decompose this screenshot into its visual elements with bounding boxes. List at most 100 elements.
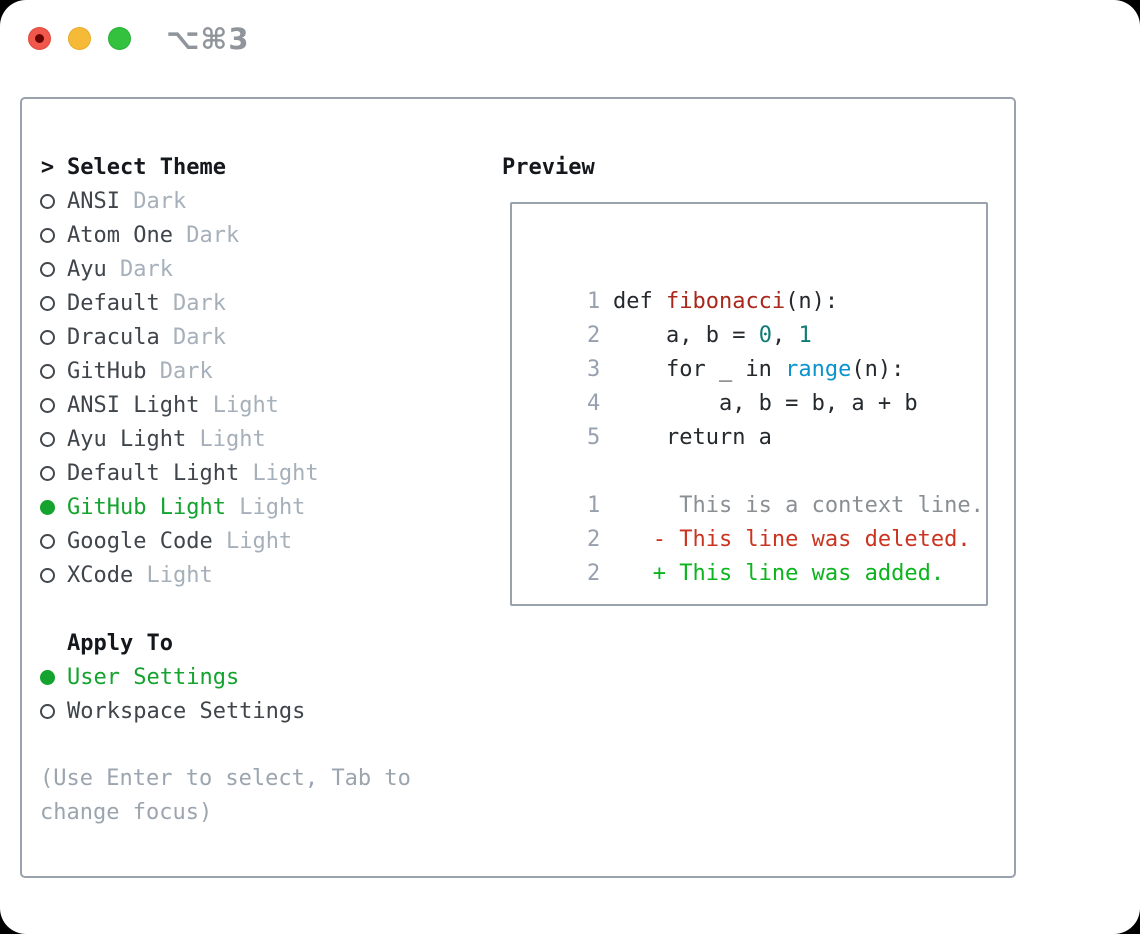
radio-icon bbox=[40, 193, 55, 209]
theme-item[interactable]: GitHub Dark bbox=[40, 354, 476, 388]
theme-item[interactable]: Default Light Light bbox=[40, 456, 476, 490]
theme-item[interactable]: Atom One Dark bbox=[40, 218, 476, 252]
line-content: def fibonacci(n): bbox=[612, 289, 839, 314]
theme-variant: Light bbox=[146, 562, 213, 588]
theme-variant: Dark bbox=[172, 324, 226, 350]
titlebar: ⌥⌘3 bbox=[0, 0, 1140, 75]
radio-icon bbox=[40, 295, 55, 311]
line-number: 1 bbox=[586, 493, 601, 518]
line-number: 2 bbox=[586, 527, 601, 552]
line-content: return a bbox=[612, 425, 772, 450]
radio-icon bbox=[40, 227, 55, 243]
code-line: 2 - This line was deleted. bbox=[534, 489, 986, 552]
select-theme-header: > Select Theme bbox=[40, 150, 476, 184]
theme-item[interactable]: Ayu Dark bbox=[40, 252, 476, 286]
line-content: for _ in range(n): bbox=[612, 357, 905, 382]
radio-icon bbox=[40, 703, 55, 719]
code-line: 4 a, b = b, a + b bbox=[534, 353, 986, 416]
theme-list: ANSI Dark Atom One Dark Ayu Dark Default… bbox=[40, 184, 476, 592]
theme-item[interactable]: GitHub Light Light bbox=[40, 490, 476, 524]
select-theme-title: Select Theme bbox=[67, 154, 226, 180]
radio-icon bbox=[40, 431, 55, 447]
preview-box: 1 def fibonacci(n): 2 a, b = 0, 1 3 for _… bbox=[510, 202, 988, 606]
indent-spacer bbox=[40, 636, 55, 651]
line-content: This is a context line. bbox=[612, 493, 984, 518]
line-content: a, b = b, a + b bbox=[612, 391, 918, 416]
code-line: 2 + This line was added. bbox=[534, 523, 986, 586]
theme-picker-column: > Select Theme ANSI Dark Atom One Dark A… bbox=[40, 150, 476, 830]
radio-icon bbox=[40, 329, 55, 345]
radio-icon bbox=[40, 567, 55, 583]
line-number: 3 bbox=[586, 357, 601, 382]
radio-icon bbox=[40, 465, 55, 481]
theme-name: Ayu Light bbox=[67, 426, 187, 452]
apply-option[interactable]: Workspace Settings bbox=[40, 694, 476, 728]
apply-option[interactable]: User Settings bbox=[40, 660, 476, 694]
line-content: + This line was added. bbox=[612, 561, 945, 586]
theme-item[interactable]: ANSI Dark bbox=[40, 184, 476, 218]
section-spacer bbox=[40, 592, 476, 626]
section-spacer bbox=[40, 728, 476, 762]
line-content: a, b = 0, 1 bbox=[612, 323, 812, 348]
radio-icon bbox=[40, 533, 55, 549]
code-line: 5 return a bbox=[534, 387, 986, 450]
line-number: 2 bbox=[586, 561, 601, 586]
code-line: 2 a, b = 0, 1 bbox=[534, 285, 986, 348]
line-number: 4 bbox=[586, 391, 601, 416]
theme-variant: Dark bbox=[186, 222, 240, 248]
code-line: 1 This is a context line. bbox=[534, 455, 986, 518]
theme-item[interactable]: ANSI Light Light bbox=[40, 388, 476, 422]
theme-name: Default Light bbox=[67, 460, 240, 486]
theme-name: ANSI bbox=[67, 188, 120, 214]
hint-text: (Use Enter to select, Tab to change focu… bbox=[40, 766, 411, 825]
radio-icon bbox=[40, 669, 55, 685]
theme-variant: Light bbox=[252, 460, 319, 486]
apply-to-list: User Settings Workspace Settings bbox=[40, 660, 476, 728]
theme-name: Ayu bbox=[67, 256, 107, 282]
theme-name: XCode bbox=[67, 562, 134, 588]
theme-item[interactable]: Dracula Dark bbox=[40, 320, 476, 354]
line-content: - This line was deleted. bbox=[612, 527, 971, 552]
theme-name: Dracula bbox=[67, 324, 160, 350]
apply-to-title: Apply To bbox=[67, 630, 173, 656]
theme-variant: Dark bbox=[172, 290, 226, 316]
theme-name: Default bbox=[67, 290, 160, 316]
theme-variant: Light bbox=[212, 392, 279, 418]
radio-icon bbox=[40, 261, 55, 277]
preview-title: Preview bbox=[502, 154, 595, 180]
radio-icon bbox=[40, 363, 55, 379]
theme-name: GitHub Light bbox=[67, 494, 226, 520]
theme-name: Atom One bbox=[67, 222, 173, 248]
theme-item[interactable]: Google Code Light bbox=[40, 524, 476, 558]
radio-icon bbox=[40, 397, 55, 413]
code-preview: 1 def fibonacci(n): 2 a, b = 0, 1 3 for _… bbox=[534, 251, 986, 586]
prompt-caret-icon: > bbox=[40, 154, 55, 180]
theme-variant: Dark bbox=[120, 256, 173, 282]
apply-to-header: Apply To bbox=[40, 626, 476, 660]
theme-variant: Light bbox=[225, 528, 293, 554]
minimize-button[interactable] bbox=[68, 27, 91, 50]
theme-item[interactable]: Ayu Light Light bbox=[40, 422, 476, 456]
line-number: 2 bbox=[586, 323, 601, 348]
theme-item[interactable]: Default Dark bbox=[40, 286, 476, 320]
theme-item[interactable]: XCode Light bbox=[40, 558, 476, 592]
theme-variant: Dark bbox=[159, 358, 213, 384]
code-line: 1 def fibonacci(n): bbox=[534, 251, 986, 314]
theme-name: Google Code bbox=[67, 528, 213, 554]
theme-name: ANSI Light bbox=[67, 392, 200, 418]
radio-icon bbox=[40, 499, 55, 515]
line-number: 5 bbox=[586, 425, 601, 450]
window-title: ⌥⌘3 bbox=[166, 22, 250, 56]
theme-variant: Light bbox=[239, 494, 306, 520]
zoom-button[interactable] bbox=[108, 27, 131, 50]
line-number: 1 bbox=[586, 289, 601, 314]
close-button[interactable] bbox=[28, 27, 51, 50]
apply-option-label: User Settings bbox=[67, 664, 240, 690]
theme-variant: Dark bbox=[133, 188, 187, 214]
theme-picker-panel: > Select Theme ANSI Dark Atom One Dark A… bbox=[20, 97, 1016, 878]
apply-option-label: Workspace Settings bbox=[67, 698, 306, 724]
theme-variant: Light bbox=[199, 426, 266, 452]
code-line: 3 for _ in range(n): bbox=[534, 319, 986, 382]
theme-name: GitHub bbox=[67, 358, 147, 384]
